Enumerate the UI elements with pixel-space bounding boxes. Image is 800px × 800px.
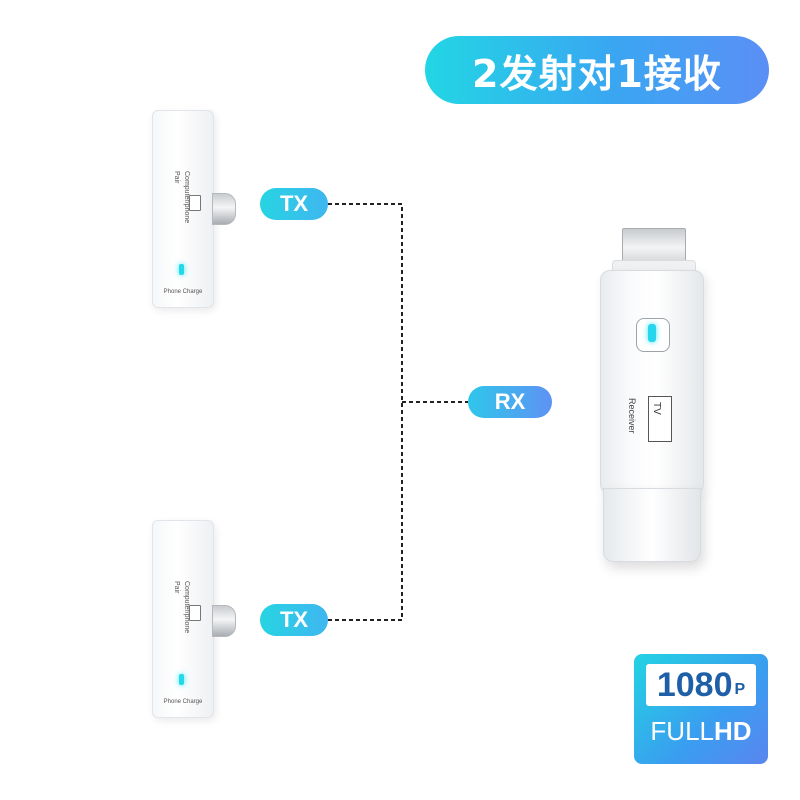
charge-label: Phone Charge xyxy=(163,289,203,295)
resolution-box: 1080 P xyxy=(646,664,756,706)
tx-tag-top: TX xyxy=(260,188,328,220)
transmitter-bottom: Computer/phone Pair Phone Charge xyxy=(152,520,214,718)
charge-label: Phone Charge xyxy=(163,699,203,705)
receiver-label: Receiver xyxy=(627,398,637,434)
transmitter-top: Computer/phone Pair Phone Charge xyxy=(152,110,214,308)
usb-c-connector-icon xyxy=(212,193,236,225)
receiver-dongle xyxy=(600,270,704,494)
tv-icon xyxy=(648,396,672,442)
fullhd-text: FULLHD xyxy=(650,716,752,746)
receiver-led-icon xyxy=(648,324,656,342)
transmitter-bottom-label: Computer/phone Pair xyxy=(173,581,190,634)
pair-button-icon xyxy=(189,605,201,621)
tx-tag-bottom: TX xyxy=(260,604,328,636)
usb-c-connector-icon xyxy=(212,605,236,637)
resolution-value: 1080 xyxy=(656,665,733,704)
connector-bracket xyxy=(328,203,403,621)
resolution-unit: P xyxy=(734,681,746,698)
tv-label: TV xyxy=(651,402,662,415)
receiver-cap xyxy=(603,488,701,562)
led-indicator-icon xyxy=(179,674,184,685)
title-banner: 2发射对1接收 xyxy=(425,36,769,104)
transmitter-top-label: Computer/phone Pair xyxy=(173,171,190,224)
led-indicator-icon xyxy=(179,264,184,275)
title-text: 2发射对1接收 xyxy=(472,51,722,96)
pair-button-icon xyxy=(189,195,201,211)
rx-tag: RX xyxy=(468,386,552,418)
